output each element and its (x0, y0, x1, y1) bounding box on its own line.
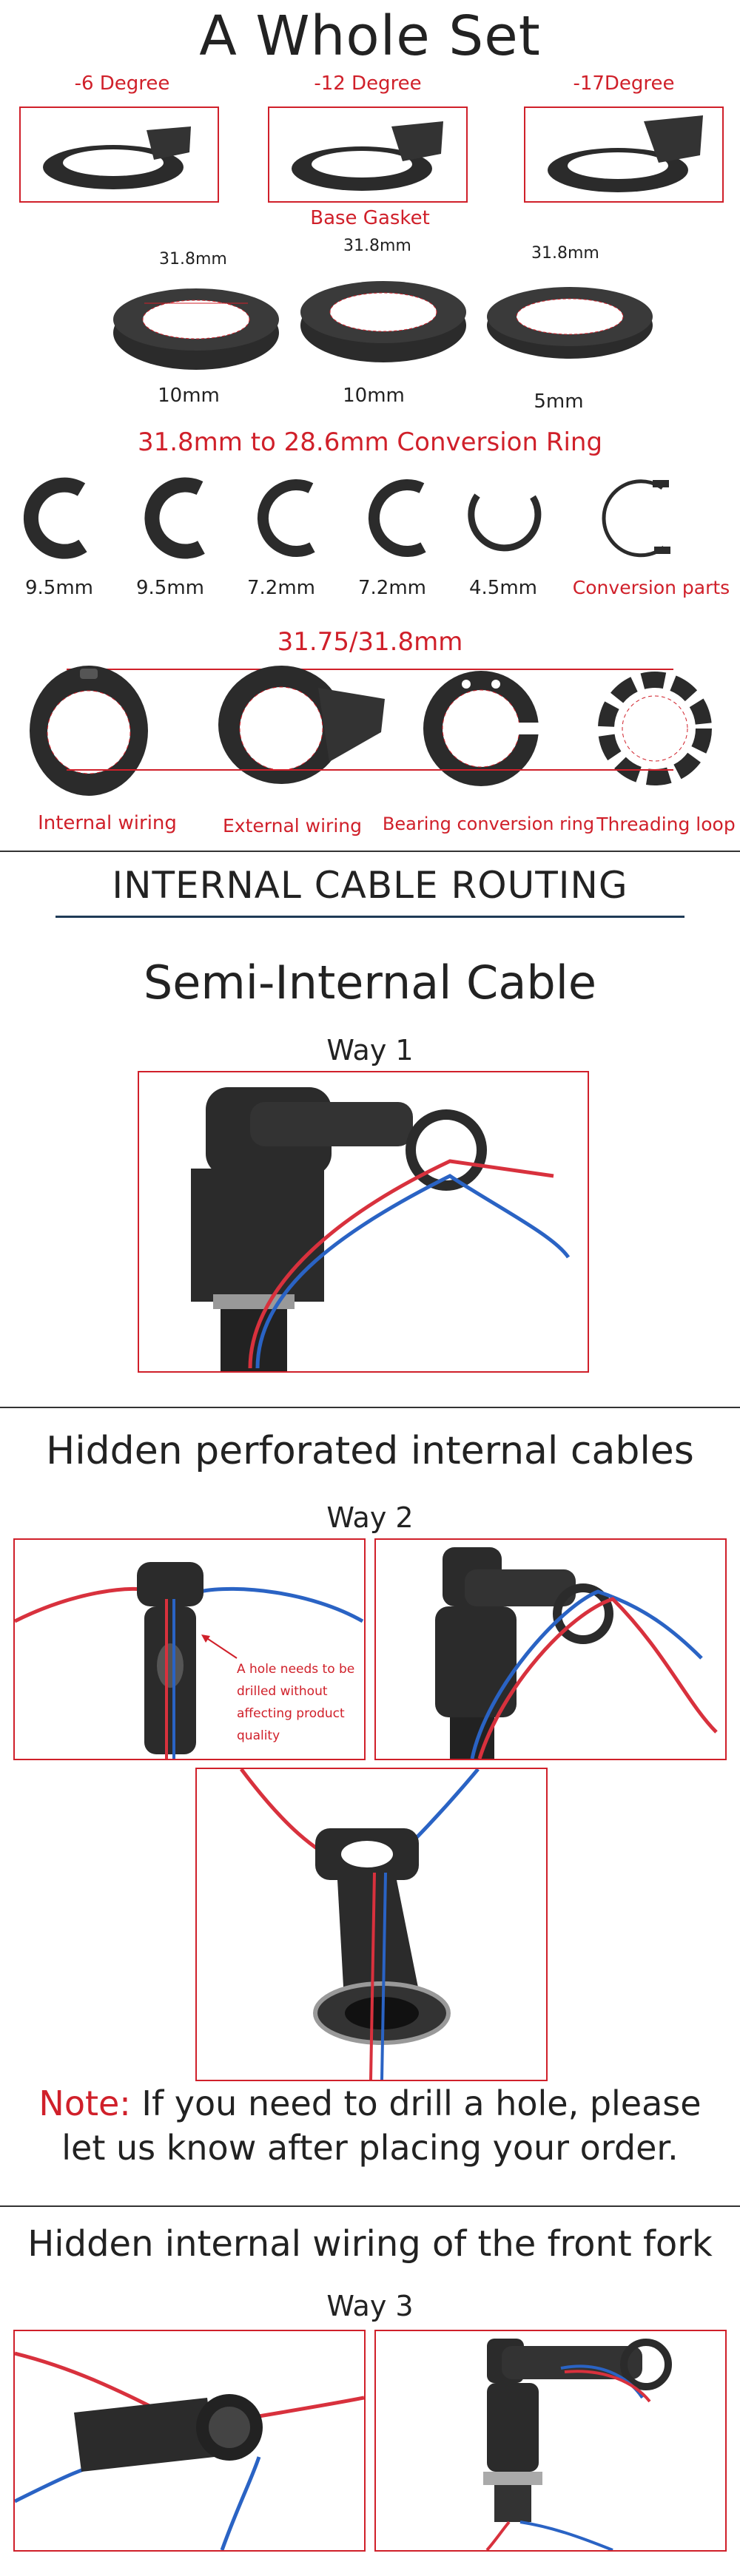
bearing-bottom-rule (67, 769, 673, 771)
hidden-perforated-title: Hidden perforated internal cables (46, 1429, 694, 1473)
fork-title: Hidden internal wiring of the front fork (27, 2223, 713, 2265)
hole-note: A hole needs to be drilled without affec… (237, 1658, 354, 1747)
routing-header-underline (56, 916, 684, 918)
hole-note-line-4: quality (237, 1728, 280, 1743)
way2-label: Way 2 (326, 1501, 414, 1534)
ring-9-5-a-image (15, 473, 96, 562)
threading-loop-image (592, 666, 718, 791)
gasket-size-3: 5mm (534, 391, 584, 413)
conversion-title: 31.8mm to 28.6mm Conversion Ring (137, 427, 603, 457)
ring-7-2-b-image (352, 473, 433, 562)
ring-label-5: 4.5mm (468, 577, 537, 599)
ring-4-5-image (462, 473, 544, 562)
spacer-6-image (19, 107, 219, 203)
way1-label: Way 1 (326, 1034, 414, 1066)
bearing-label-external: External wiring (222, 815, 362, 836)
drill-note: Note: If you need to drill a hole, pleas… (0, 2081, 740, 2170)
way3-photo-left (13, 2330, 366, 2552)
routing-header: INTERNAL CABLE ROUTING (112, 864, 628, 907)
section-divider-3 (0, 2205, 740, 2207)
degree-label-17: -17Degree (573, 72, 675, 95)
conversion-parts-image (592, 470, 681, 566)
spacer-12-image (268, 107, 468, 203)
way1-photo (138, 1071, 589, 1373)
hole-note-line-1: A hole needs to be (237, 1662, 355, 1677)
note-line-2: let us know after placing your order. (61, 2128, 679, 2168)
hole-note-line-3: affecting product (237, 1706, 345, 1721)
spacer-17-image (524, 107, 724, 203)
gasket-10mm-a-image (107, 274, 285, 377)
section-divider-2 (0, 1407, 740, 1408)
note-line-1: If you need to drill a hole, please (130, 2083, 702, 2123)
semi-internal-title: Semi-Internal Cable (143, 956, 597, 1010)
ring-label-2: 9.5mm (135, 577, 204, 599)
ring-7-2-a-image (240, 473, 322, 562)
bearing-title: 31.75/31.8mm (277, 627, 463, 657)
ring-label-1: 9.5mm (24, 577, 93, 599)
gasket-dim-1: 31.8mm (159, 250, 227, 268)
bearing-label-conversion: Bearing conversion ring (382, 814, 595, 834)
way3-photo-right (374, 2330, 727, 2552)
bearing-conversion-ring-image (414, 655, 548, 795)
external-wiring-cap-image (207, 658, 400, 791)
gasket-10mm-b-image (295, 266, 472, 370)
page-title: A Whole Set (199, 4, 541, 68)
ring-label-6: Conversion parts (572, 577, 730, 598)
gasket-dim-3: 31.8mm (531, 244, 599, 263)
way2-photo-bottom (195, 1768, 548, 2081)
ring-9-5-b-image (130, 473, 211, 562)
internal-wiring-cap-image (15, 651, 163, 799)
hole-note-line-2: drilled without (237, 1684, 328, 1699)
gasket-5mm-image (481, 274, 659, 377)
way2-photo-front: A hole needs to be drilled without affec… (13, 1538, 366, 1760)
ring-label-3: 7.2mm (246, 577, 315, 599)
ring-label-4: 7.2mm (357, 577, 426, 599)
bearing-label-threading: Threading loop (596, 814, 736, 835)
note-label: Note: (38, 2083, 131, 2123)
way3-label: Way 3 (326, 2290, 414, 2322)
gasket-dim-2: 31.8mm (343, 237, 411, 255)
gasket-size-1: 10mm (158, 385, 220, 407)
bearing-label-internal: Internal wiring (38, 812, 177, 834)
base-gasket-label: Base Gasket (310, 207, 430, 229)
gasket-size-2: 10mm (343, 385, 405, 407)
degree-label-6: -6 Degree (74, 72, 170, 95)
way2-photo-side (374, 1538, 727, 1760)
bearing-title-rule (67, 669, 673, 670)
section-divider-1 (0, 851, 740, 852)
degree-label-12: -12 Degree (314, 72, 422, 95)
